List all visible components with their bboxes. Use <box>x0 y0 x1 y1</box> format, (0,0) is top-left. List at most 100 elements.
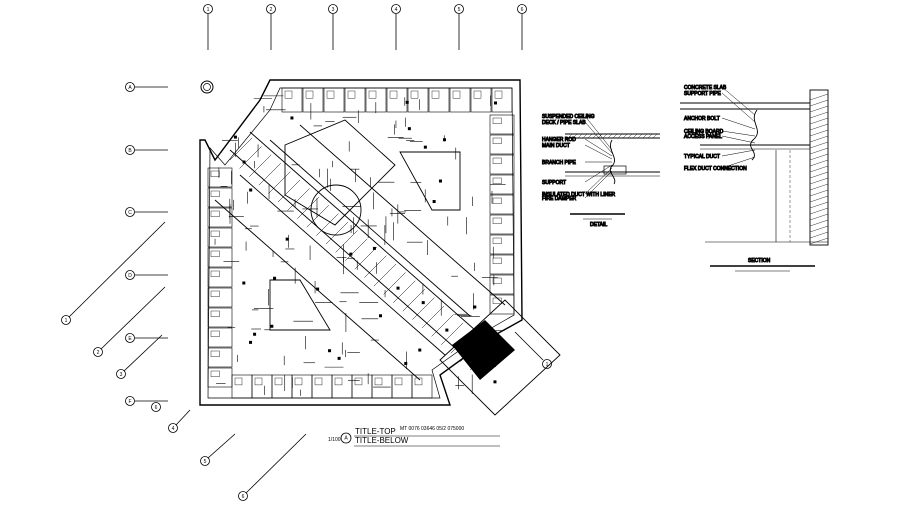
column-marker-inner <box>203 83 211 91</box>
grid-top-5-bubble <box>454 4 464 14</box>
leader-line <box>721 130 756 137</box>
duct-cross <box>268 171 291 194</box>
hatch-line <box>809 105 829 113</box>
hatch-line <box>809 117 829 125</box>
detail1-callout: INSULATED DUCT WITH LINER <box>542 192 616 198</box>
grid-diag-line <box>207 433 236 459</box>
leader-line <box>584 115 613 151</box>
diffuser <box>404 361 408 365</box>
diffuser <box>290 116 294 120</box>
room <box>207 327 233 348</box>
building-outline <box>199 79 523 406</box>
room <box>491 87 513 113</box>
room-fixture <box>210 330 220 337</box>
hatch-line <box>627 133 633 139</box>
duct-cross <box>441 322 464 345</box>
room <box>207 167 233 188</box>
leader-line <box>721 149 756 157</box>
room <box>386 87 408 113</box>
leader-line <box>721 92 756 123</box>
diffuser <box>270 324 274 328</box>
room <box>470 87 492 113</box>
room-fixture <box>492 237 502 244</box>
room <box>207 207 233 228</box>
duct-cross <box>354 247 377 270</box>
grid-diag-small-label: 6 <box>155 405 158 411</box>
grid-diag-line <box>123 334 163 372</box>
grid-top-2-bubble <box>266 4 276 14</box>
diffuser <box>249 188 253 192</box>
grid-diag-right-line <box>514 331 544 361</box>
rooms-top-row <box>281 87 513 113</box>
room <box>344 87 366 113</box>
leader-line <box>721 135 756 144</box>
room-fixture <box>492 257 502 264</box>
duct-cross <box>345 238 368 261</box>
grid-diag-5-bubble <box>200 456 210 466</box>
hatch-line <box>809 219 829 227</box>
grid-left-3-bubble <box>125 207 135 217</box>
diffuser <box>316 287 320 291</box>
room-fixture <box>347 90 356 99</box>
detail2-callout: CEILING BOARD <box>684 129 724 135</box>
room-fixture <box>492 137 502 144</box>
room-fixture <box>394 377 403 386</box>
hatch-line <box>622 133 628 139</box>
room <box>281 87 303 113</box>
plan-title-top: TITLE-TOP <box>355 427 396 436</box>
room-fixture <box>374 377 383 386</box>
courtyard-lower <box>269 279 331 331</box>
grid-diag-line <box>68 221 166 318</box>
diffuser <box>253 332 257 336</box>
grid-left-4-bubble <box>125 270 135 280</box>
hatch-line <box>602 133 608 139</box>
detail1-callout: DECK / PIPE SLAB <box>542 120 586 126</box>
hatch-line <box>637 133 643 139</box>
detail1-caption: DETAIL <box>590 222 607 228</box>
hatch-line <box>642 133 648 139</box>
grid-diag-4-label: 4 <box>172 426 175 432</box>
room-fixture <box>354 377 363 386</box>
grid-diag-line <box>175 409 191 426</box>
room-fixture <box>234 377 243 386</box>
duct-cross <box>297 196 320 219</box>
leader-line <box>584 170 613 199</box>
hatch-line <box>809 123 829 131</box>
duct-cross <box>258 163 281 186</box>
hatch-line <box>612 133 618 139</box>
plan-note: MT 0076 03646 05/2 075000 <box>400 426 464 432</box>
detail2-callout: CONCRETE SLAB <box>684 85 727 91</box>
grid-diag-right-bubble <box>542 359 552 369</box>
duct-cross <box>421 305 445 329</box>
grid-left-3-label: C <box>128 210 132 216</box>
hatch-line <box>809 207 829 215</box>
diffuser <box>249 340 253 344</box>
courtyard-fountain <box>310 184 362 236</box>
room <box>489 214 515 235</box>
room-fixture <box>492 217 502 224</box>
grid-diag-6-label: 6 <box>242 494 245 500</box>
detail1-callout: MAIN DUCT <box>542 143 570 149</box>
room-fixture <box>305 90 314 99</box>
diffuser <box>328 349 332 353</box>
room-fixture <box>410 90 419 99</box>
courtyard-right <box>399 151 461 211</box>
grid-diag-3-bubble <box>116 369 126 379</box>
column-marker <box>200 80 214 94</box>
duct-cross <box>287 188 310 211</box>
leader-line <box>584 138 613 157</box>
hatch-line <box>809 177 829 185</box>
duct-cross <box>325 221 349 245</box>
duct-cross <box>335 230 358 253</box>
room-fixture <box>210 190 220 197</box>
diffuser <box>423 145 427 149</box>
hatch-line <box>567 133 573 139</box>
grid-left-1-bubble <box>125 82 135 92</box>
